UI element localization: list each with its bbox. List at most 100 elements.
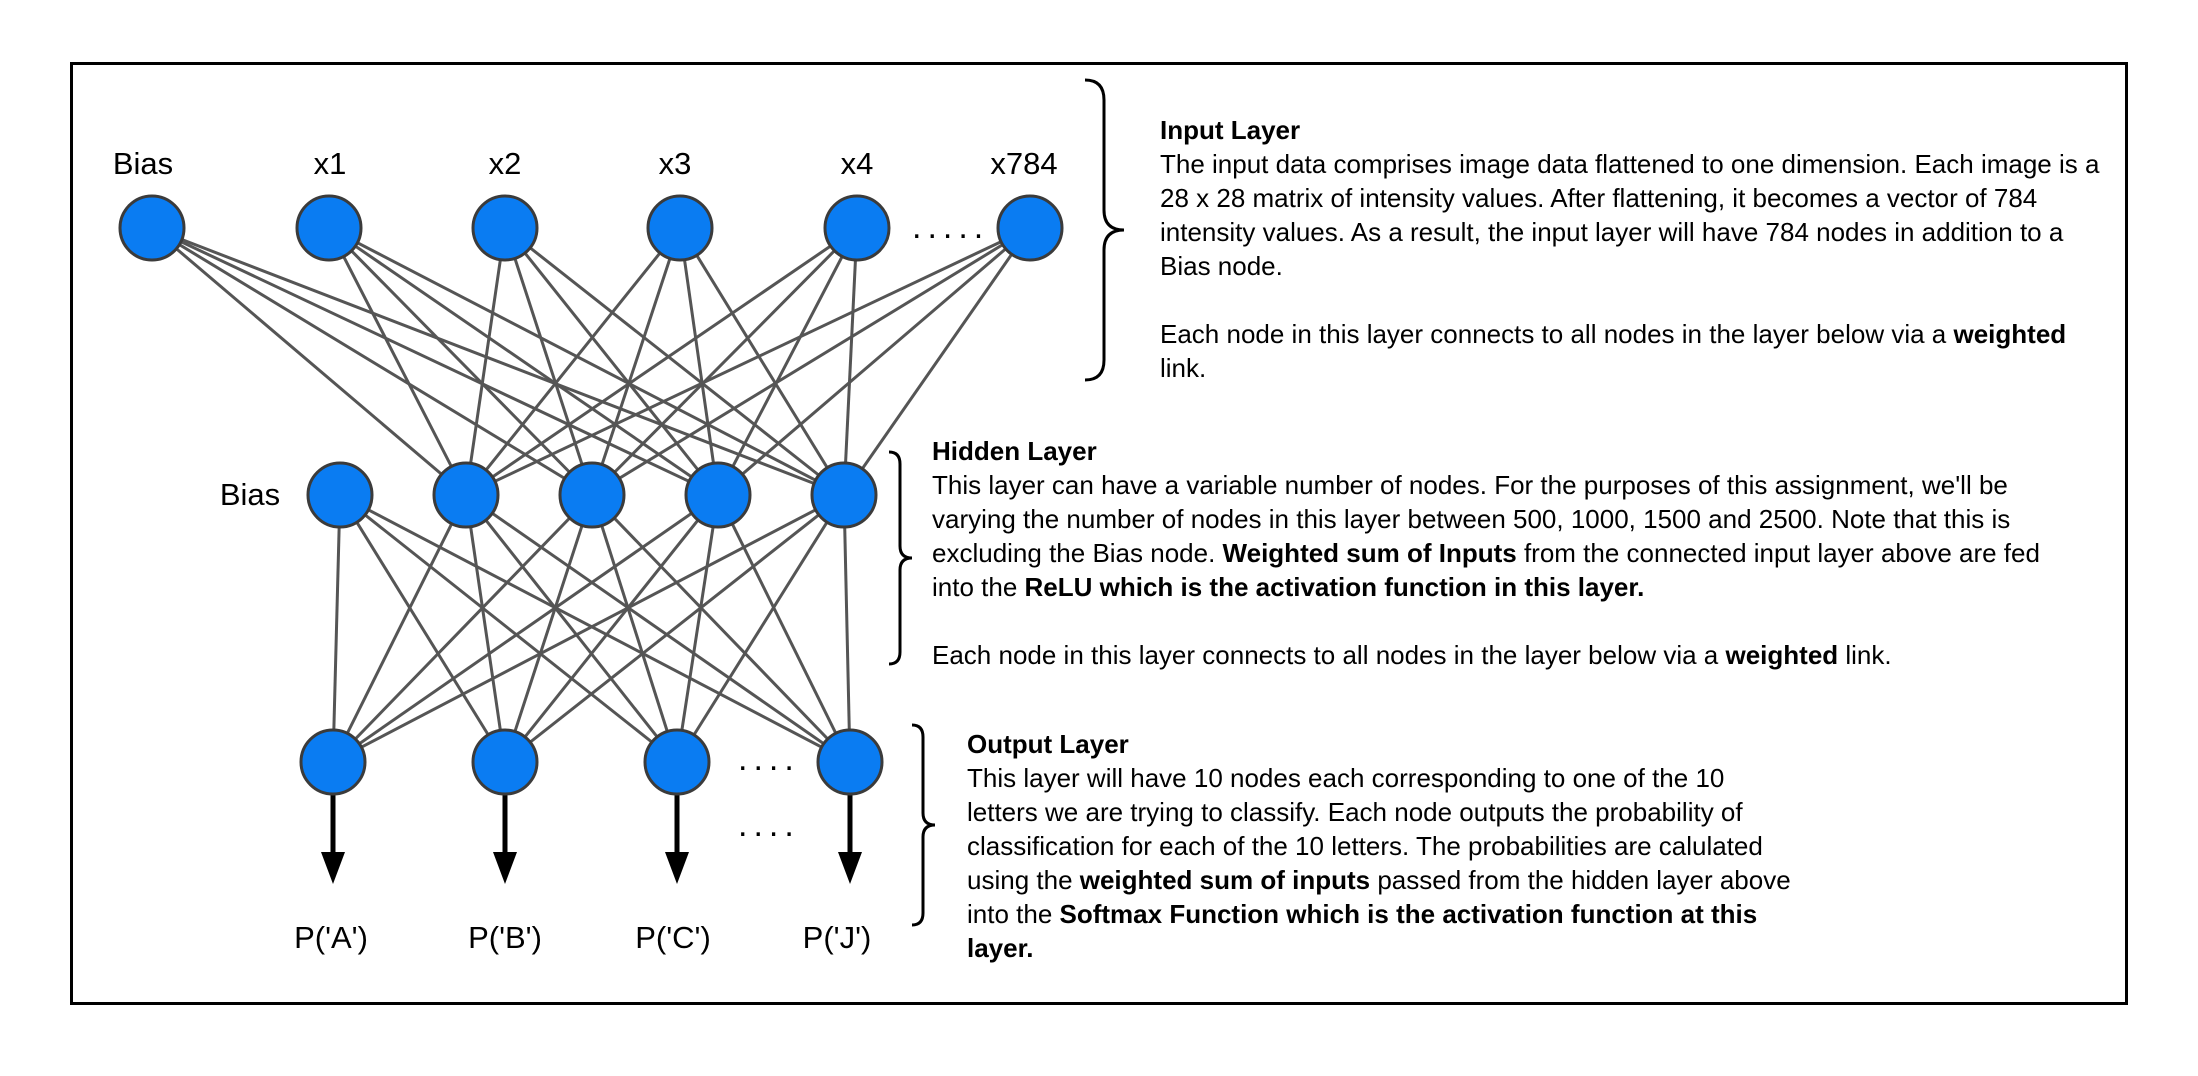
input-node-x1 <box>295 194 363 262</box>
output-label-c: P('C') <box>635 920 711 955</box>
diagram-frame <box>70 62 2128 1005</box>
edge-hidden-bias-node-to-output-node-c <box>339 493 678 764</box>
edge-hidden-node-3-to-output-node-b <box>503 494 720 763</box>
hidden-layer-connection-note: Each node in this layer connects to all … <box>932 638 2072 672</box>
edge-input-node-x2-to-hidden-node-1 <box>464 227 507 496</box>
edge-hidden-node-4-to-output-node-c <box>675 494 846 763</box>
hidden-para-bold-2: ReLU which is the activation function in… <box>1024 572 1645 602</box>
hidden-note-text: Each node in this layer connects to all … <box>932 640 1726 670</box>
output-arrows <box>321 794 862 884</box>
edge-hidden-bias-node-to-output-node-a <box>331 494 342 763</box>
input-x4-label: x4 <box>841 146 874 181</box>
input-layer-brace <box>1084 78 1125 382</box>
edge-input-node-x1-to-hidden-node-3 <box>328 226 719 497</box>
edge-input-node-x3-to-hidden-node-1 <box>464 227 682 496</box>
edge-input-node-x1-to-hidden-node-4 <box>328 226 845 497</box>
hidden-layer-brace <box>888 450 913 666</box>
edge-hidden-node-1-to-output-node-c <box>464 494 679 763</box>
output-arrow-head-2 <box>493 852 517 884</box>
hidden-bias-label: Bias <box>220 477 280 512</box>
hidden-node-2 <box>558 461 626 529</box>
input-x2-label: x2 <box>489 146 522 181</box>
input-layer-description: Input Layer The input data comprises ima… <box>1160 113 2100 385</box>
input-node-x2 <box>471 194 539 262</box>
edge-input-node-x784-to-hidden-node-2 <box>591 226 1031 497</box>
edge-hidden-node-4-to-output-node-a <box>332 493 845 764</box>
output-arrow-head-1 <box>321 852 345 884</box>
edge-input-bias-node-to-hidden-node-2 <box>151 226 593 497</box>
output-para-mid: passed from the hidden layer above into … <box>967 865 1791 929</box>
output-arrow-head-3 <box>665 852 689 884</box>
output-layer-title: Output Layer <box>967 729 1129 759</box>
edge-hidden-bias-node-to-output-node-b <box>338 494 507 763</box>
output-ellipsis-nodes: .... <box>738 740 800 778</box>
edge-input-node-x3-to-hidden-node-2 <box>590 227 682 496</box>
output-layer-description: Output Layer This layer will have 10 nod… <box>967 727 1799 965</box>
edge-hidden-node-2-to-output-node-b <box>503 494 594 763</box>
edge-input-bias-node-to-hidden-node-3 <box>151 226 719 497</box>
hidden-layer-paragraph: This layer can have a variable number of… <box>932 468 2072 604</box>
hidden-layer-title: Hidden Layer <box>932 436 1097 466</box>
edge-input-node-x4-to-hidden-node-1 <box>465 226 858 497</box>
output-para-bold-2: Softmax Function which is the activation… <box>967 899 1758 963</box>
input-node-x784 <box>996 194 1064 262</box>
edge-input-node-x4-to-hidden-node-3 <box>716 227 859 496</box>
edge-hidden-node-4-to-output-node-j <box>842 494 852 763</box>
output-arrow-head-4 <box>838 852 862 884</box>
edge-hidden-node-2-to-output-node-a <box>331 493 594 764</box>
input-bias-node <box>118 194 186 262</box>
hidden-node-1 <box>432 461 500 529</box>
input-layer-paragraph: The input data comprises image data flat… <box>1160 149 2100 281</box>
input-node-x4 <box>823 194 891 262</box>
output-label-a: P('A') <box>294 920 368 955</box>
hidden-bias-node <box>306 461 374 529</box>
output-node-c <box>643 728 711 796</box>
hidden-layer-description: Hidden Layer This layer can have a varia… <box>932 434 2072 672</box>
input-note-text: Each node in this layer connects to all … <box>1160 319 1954 349</box>
edge-input-node-x4-to-hidden-node-2 <box>590 226 859 497</box>
hidden-note-bold: weighted <box>1725 640 1839 670</box>
input-x1-label: x1 <box>314 146 347 181</box>
hidden-para-mid: from the connected input layer above are… <box>932 538 2040 602</box>
edge-hidden-node-3-to-output-node-a <box>332 493 719 764</box>
edge-input-node-x2-to-hidden-node-3 <box>503 227 720 496</box>
network-nodes <box>118 194 1064 796</box>
output-node-j <box>816 728 884 796</box>
edge-input-node-x2-to-hidden-node-2 <box>503 227 594 496</box>
edge-hidden-bias-node-to-output-node-j <box>339 493 851 764</box>
edge-hidden-node-2-to-output-node-c <box>590 494 679 763</box>
output-label-b: P('B') <box>468 920 542 955</box>
output-node-a <box>299 728 367 796</box>
output-layer-paragraph: This layer will have 10 nodes each corre… <box>967 761 1799 965</box>
input-node-x3 <box>646 194 714 262</box>
output-para-bold-1: weighted sum of inputs <box>1079 865 1371 895</box>
edge-input-node-x3-to-hidden-node-3 <box>678 227 720 496</box>
input-layer-title: Input Layer <box>1160 115 1301 145</box>
edge-hidden-node-4-to-output-node-b <box>504 493 845 764</box>
edge-hidden-node-2-to-output-node-j <box>590 493 852 764</box>
edge-hidden-node-1-to-output-node-a <box>331 494 468 763</box>
edge-input-bias-node-to-hidden-node-4 <box>151 226 845 497</box>
output-layer-brace <box>911 723 936 927</box>
input-note-end: link. <box>1160 353 1207 383</box>
output-label-j: P('J') <box>803 920 872 955</box>
input-ellipsis: ..... <box>912 208 989 246</box>
hidden-node-4 <box>810 461 878 529</box>
edge-hidden-node-3-to-output-node-j <box>716 494 852 763</box>
edge-input-node-x784-to-hidden-node-3 <box>717 226 1031 497</box>
input-x784-label: x784 <box>990 146 1057 181</box>
input-x3-label: x3 <box>659 146 692 181</box>
edge-input-node-x3-to-hidden-node-4 <box>678 227 846 496</box>
edge-input-node-x4-to-hidden-node-4 <box>842 227 859 496</box>
edge-input-bias-node-to-hidden-node-1 <box>151 226 467 497</box>
edge-input-node-x2-to-hidden-node-4 <box>504 226 845 497</box>
hidden-para-bold-1: Weighted sum of Inputs <box>1222 538 1517 568</box>
input-bias-label: Bias <box>113 146 173 181</box>
output-node-b <box>471 728 539 796</box>
input-note-bold: weighted <box>1953 319 2067 349</box>
hidden-node-3 <box>684 461 752 529</box>
hidden-note-end: link. <box>1838 640 1892 670</box>
edge-hidden-node-1-to-output-node-j <box>465 493 851 764</box>
output-para-text: This layer will have 10 nodes each corre… <box>967 763 1763 895</box>
